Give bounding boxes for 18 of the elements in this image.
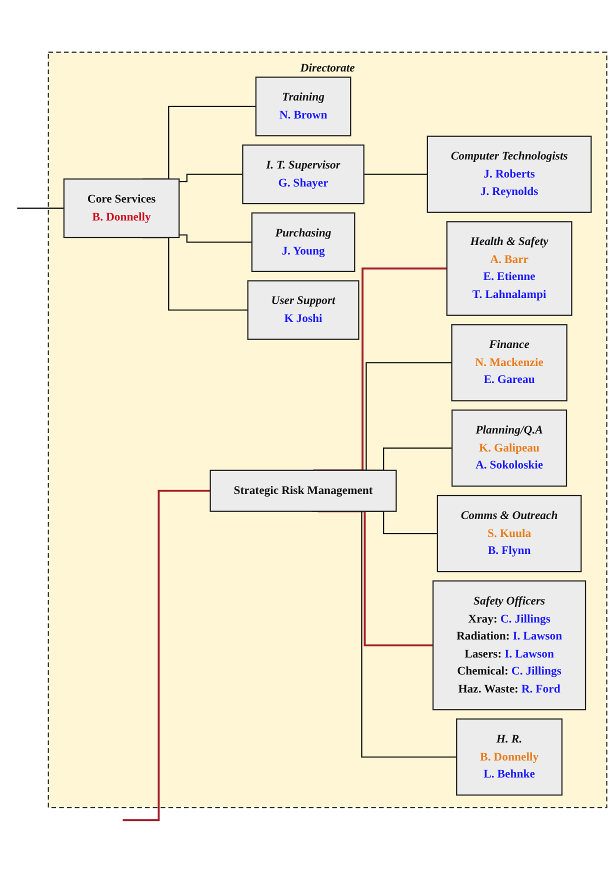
- node-box: Strategic Risk Management: [210, 470, 397, 512]
- connector: [179, 234, 252, 243]
- node-box: H. R. B. Donnelly L. Behnke: [456, 718, 563, 796]
- node-box: Finance N. Mackenzie E. Gareau: [451, 324, 568, 402]
- node-box: Safety Officers Xray: C. Jillings Radiation: I. Lawson Lasers: I. Lawson Chemical: C. Jillings Haz. Waste: R. Ford: [432, 580, 586, 710]
- node-box: Computer Technologists J. Roberts J. Reynolds: [426, 136, 592, 213]
- connector: [122, 490, 210, 822]
- node-box: Health & Safety A. Barr E. Etienne T. Lahnalampi: [446, 221, 572, 316]
- node-box: I. T. Supervisor G. Shayer: [242, 144, 364, 204]
- node-box: Planning/Q.A K. Galipeau A. Sokoloskie: [451, 409, 568, 487]
- connector: [179, 174, 243, 182]
- node-box: Purchasing J. Young: [251, 212, 356, 272]
- node-box: User Support K Joshi: [247, 280, 360, 340]
- connector: [364, 174, 428, 175]
- node-box: Core Services B. Donnelly: [63, 178, 180, 238]
- connector: [17, 208, 64, 209]
- node-box: Training N. Brown: [255, 76, 352, 136]
- node-box: Comms & Outreach S. Kuula B. Flynn: [436, 494, 582, 572]
